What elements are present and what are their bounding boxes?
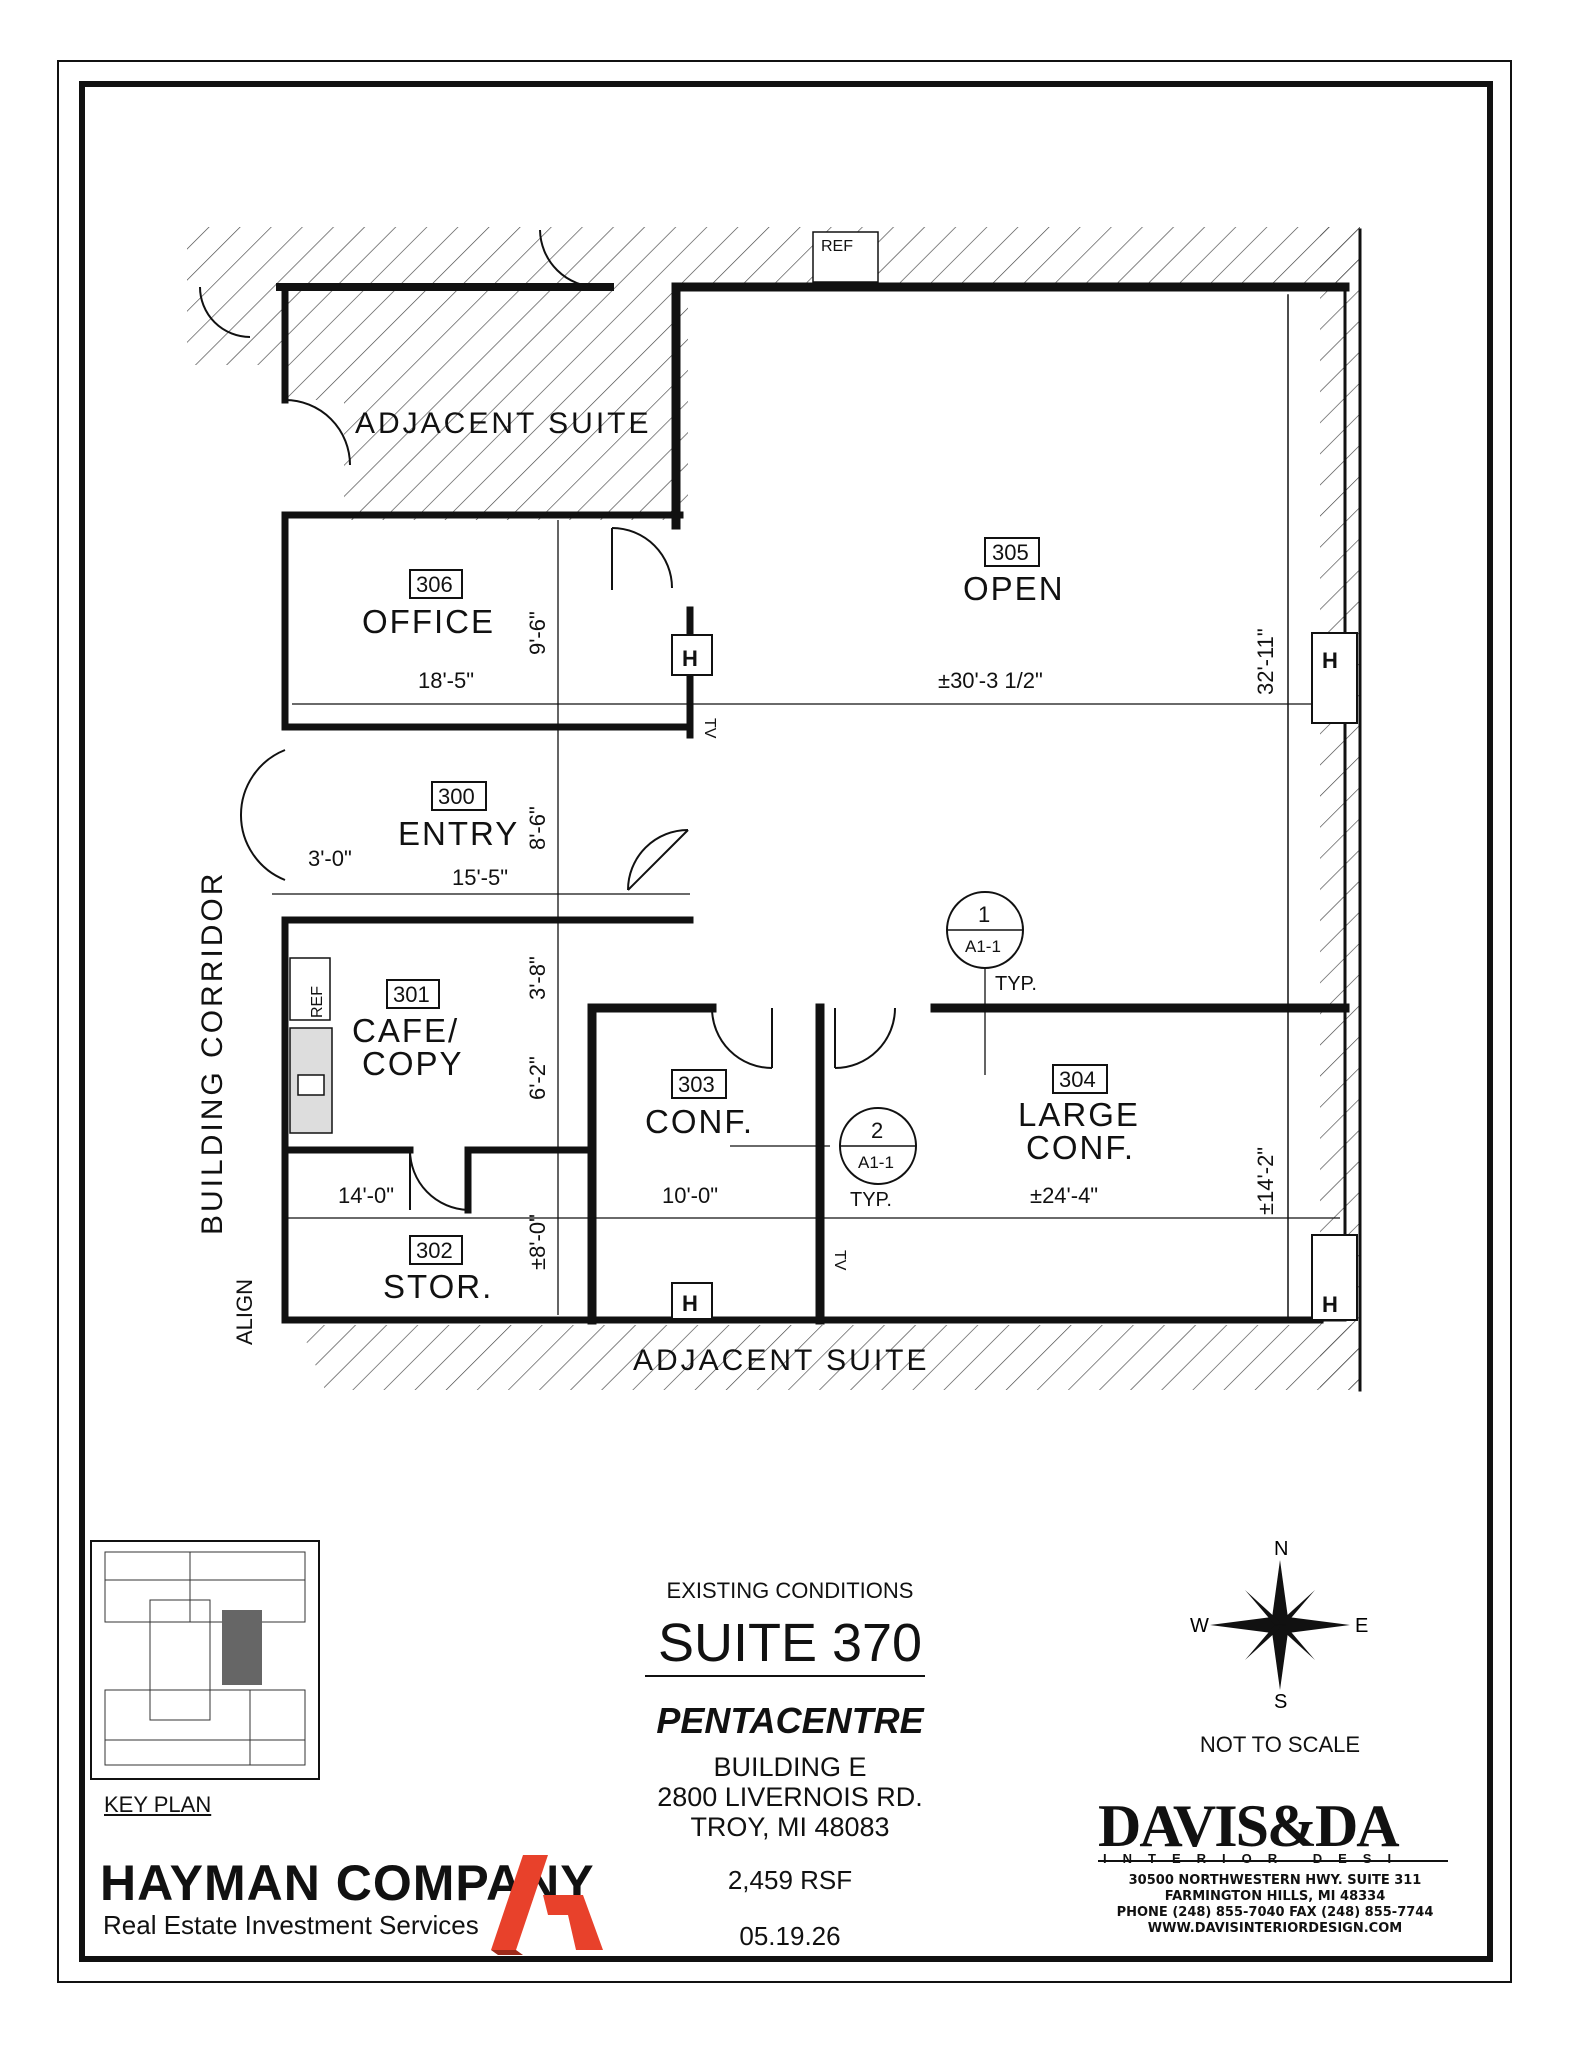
key-plan xyxy=(90,1540,320,1780)
dim-entry-width: 15'-5" xyxy=(452,865,508,890)
dim-conf-width: 10'-0" xyxy=(662,1183,718,1208)
tv-label: TV xyxy=(701,718,718,739)
room-number: 304 xyxy=(1059,1067,1096,1092)
building: BUILDING E xyxy=(713,1752,867,1782)
dim-door-width: 3'-0" xyxy=(308,846,352,871)
room-number: 306 xyxy=(416,572,453,597)
suite-title: SUITE 370 xyxy=(657,1613,923,1673)
inner-border xyxy=(79,81,1493,1962)
rsf: 2,459 RSF xyxy=(727,1865,853,1895)
suite-underline xyxy=(645,1675,925,1677)
heater-label: H xyxy=(1322,648,1338,673)
sink-basin xyxy=(297,1074,325,1096)
compass-rose-icon: N S W E xyxy=(1190,1540,1368,1710)
room-number: 302 xyxy=(416,1238,453,1263)
dim-stor-height: ±8'-0" xyxy=(525,1214,550,1270)
dim-stor-width: 14'-0" xyxy=(338,1183,394,1208)
compass-w: W xyxy=(1190,1615,1209,1637)
dim-entry-height: 8'-6" xyxy=(525,806,550,850)
align-label: ALIGN xyxy=(232,1279,257,1345)
room-name: CAFE/ xyxy=(352,1012,459,1049)
adjacent-suite-top-hatch xyxy=(187,227,1360,520)
room-303: 303 CONF. xyxy=(645,1069,754,1140)
davis-addr-3: PHONE (248) 855-7040 FAX (248) 855-7744 xyxy=(1116,1905,1434,1920)
davis-addr-4: WWW.DAVISINTERIORDESIGN.COM xyxy=(1147,1921,1403,1936)
key-plan-highlight xyxy=(222,1610,262,1685)
address: BUILDING E 2800 LIVERNOIS RD. TROY, MI 4… xyxy=(620,1752,960,1842)
city: TROY, MI 48083 xyxy=(690,1812,890,1842)
ref-box-top xyxy=(812,231,879,283)
ref-label-cafe: REF xyxy=(309,986,326,1018)
room-number: 301 xyxy=(393,982,430,1007)
doors xyxy=(199,229,896,1211)
outer-border xyxy=(57,60,1512,1983)
detail-sheet: A1-1 xyxy=(965,937,1001,956)
existing-conditions: EXISTING CONDITIONS xyxy=(666,1578,914,1603)
dim-large-width: ±24'-4" xyxy=(1030,1183,1098,1208)
room-name: LARGE xyxy=(1018,1096,1140,1133)
room-name-2: CONF. xyxy=(1026,1129,1135,1166)
heater-label: H xyxy=(682,1291,698,1316)
room-name: OFFICE xyxy=(362,603,495,640)
dimension-lines xyxy=(272,520,1340,1315)
davis-addr-1: 30500 NORTHWESTERN HWY. SUITE 311 xyxy=(1128,1873,1422,1888)
detail-callout-1: 1 A1-1 TYP. xyxy=(946,891,1037,995)
ref-label-top: REF xyxy=(821,238,853,255)
davis-rule xyxy=(1098,1860,1448,1862)
room-305: 305 OPEN xyxy=(963,537,1065,607)
dim-open-height: 32'-11" xyxy=(1253,628,1278,695)
hayman-tagline: Real Estate Investment Services xyxy=(103,1910,479,1940)
walls xyxy=(276,228,1362,1392)
building-corridor-label: BUILDING CORRIDOR xyxy=(196,871,229,1235)
dim-cafe-height-2: 6'-2" xyxy=(525,1056,550,1100)
detail-note: TYP. xyxy=(995,973,1037,995)
adjacent-suite-top-label: ADJACENT SUITE xyxy=(355,407,652,440)
davis-addr-2: FARMINGTON HILLS, MI 48334 xyxy=(1164,1889,1386,1904)
compass-e: E xyxy=(1355,1615,1368,1637)
detail-number: 1 xyxy=(978,902,990,927)
dim-open-width: ±30'-3 1/2" xyxy=(938,668,1043,693)
adjacent-suite-bottom-label: ADJACENT SUITE xyxy=(633,1344,930,1377)
dim-cafe-height-1: 3'-8" xyxy=(525,956,550,1000)
dim-large-height: ±14'-2" xyxy=(1253,1147,1278,1215)
dim-office-height: 9'-6" xyxy=(525,611,550,655)
street: 2800 LIVERNOIS RD. xyxy=(657,1782,923,1812)
room-300: 300 ENTRY xyxy=(398,781,519,852)
room-name-2: COPY xyxy=(362,1045,464,1082)
hayman-logo-icon xyxy=(491,1855,603,1955)
adjacent-suite-bottom-hatch xyxy=(300,1325,1360,1390)
room-name: OPEN xyxy=(963,570,1065,607)
heater-label: H xyxy=(1322,1292,1338,1317)
room-name: ENTRY xyxy=(398,815,519,852)
room-number: 305 xyxy=(992,540,1029,565)
room-306: 306 OFFICE xyxy=(362,569,495,640)
detail-note: TYP. xyxy=(850,1189,892,1211)
tv-label: TV xyxy=(831,1250,848,1271)
detail-number: 2 xyxy=(871,1118,883,1143)
room-name: STOR. xyxy=(383,1268,493,1305)
heater-boxes xyxy=(671,632,1358,1321)
davis-address: 30500 NORTHWESTERN HWY. SUITE 311 FARMIN… xyxy=(1090,1873,1460,1937)
davis-subtitle: INTERIOR DESI xyxy=(1103,1851,1408,1866)
compass-s: S xyxy=(1274,1691,1287,1710)
room-304: 304 LARGE CONF. xyxy=(1018,1064,1140,1166)
detail-sheet: A1-1 xyxy=(858,1153,894,1172)
room-name: CONF. xyxy=(645,1103,754,1140)
detail-callout-2: 2 A1-1 TYP. xyxy=(839,1107,917,1211)
not-to-scale: NOT TO SCALE xyxy=(1199,1732,1361,1757)
room-302: 302 STOR. xyxy=(383,1235,493,1305)
date: 05.19.26 xyxy=(739,1921,841,1951)
davis-logo: DAVIS&DA xyxy=(1098,1793,1400,1859)
compass-n: N xyxy=(1274,1540,1288,1560)
right-hatch xyxy=(1320,227,1360,1390)
room-number: 303 xyxy=(678,1072,715,1097)
room-number: 300 xyxy=(438,784,475,809)
room-301: 301 CAFE/ COPY xyxy=(352,979,464,1082)
pentacentre-logo: PENTACENTRE xyxy=(656,1700,924,1741)
ref-box-cafe xyxy=(289,957,331,1021)
heater-label: H xyxy=(682,646,698,671)
dim-office-width: 18'-5" xyxy=(418,668,474,693)
key-plan-label: KEY PLAN xyxy=(104,1792,212,1817)
